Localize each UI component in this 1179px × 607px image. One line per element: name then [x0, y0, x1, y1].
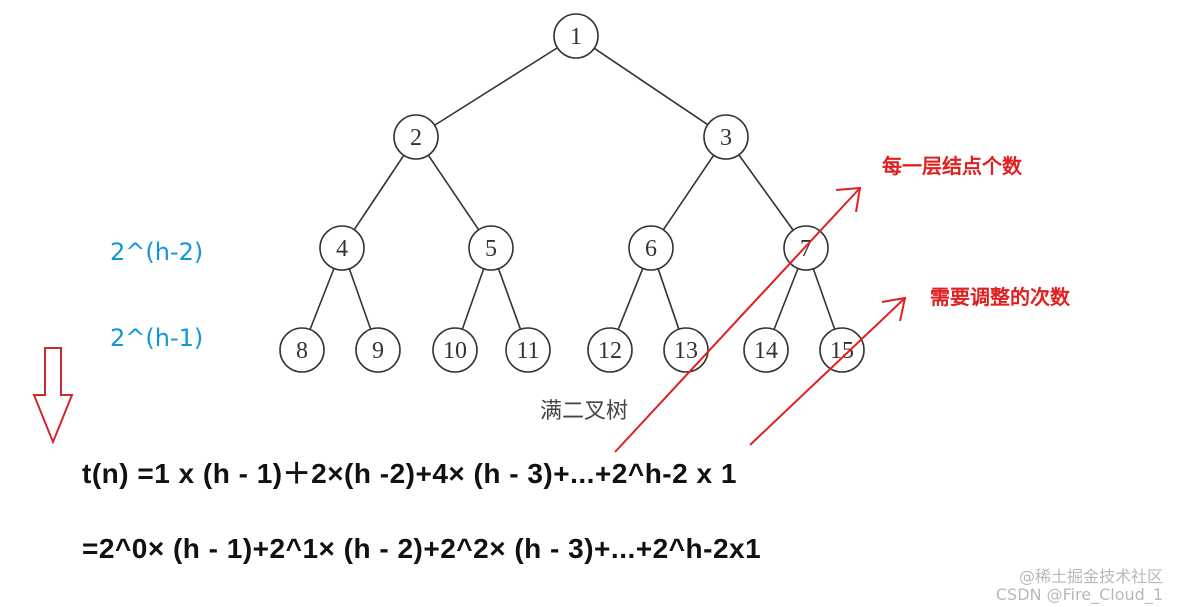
tree-node-3: 3: [703, 114, 749, 160]
tree-node-circle: [663, 327, 709, 373]
watermark-line-1: @稀土掘金技术社区: [1018, 567, 1163, 586]
annotation-adjust-count: 需要调整的次数: [930, 285, 1070, 309]
tree-node-label: 7: [800, 236, 812, 262]
tree-node-label: 9: [372, 338, 384, 364]
tree-node-label: 12: [598, 338, 622, 364]
tree-edge: [662, 154, 715, 231]
tree-edge: [657, 268, 680, 330]
tree-node-circle: [468, 225, 514, 271]
tree-node-circle: [279, 327, 325, 373]
tree-node-label: 3: [720, 125, 732, 151]
tree-edge: [348, 268, 372, 330]
formula-line-2: =2^0× (h - 1)+2^1× (h - 2)+2^2× (h - 3)+…: [82, 533, 762, 564]
level-label-h-2: 2^(h-2): [110, 238, 204, 266]
tree-node-label: 4: [336, 236, 348, 262]
tree-node-11: 11: [505, 327, 551, 373]
tree-node-label: 6: [645, 236, 657, 262]
tree-edge: [593, 47, 709, 126]
tree-node-6: 6: [628, 225, 674, 271]
tree-edge: [812, 268, 836, 330]
tree-node-circle: [743, 327, 789, 373]
tree-edge: [461, 268, 485, 330]
tree-node-label: 10: [443, 338, 467, 364]
tree-node-circle: [819, 327, 865, 373]
tree-edge: [497, 268, 522, 330]
tree-node-4: 4: [319, 225, 365, 271]
red-arrow-nodes-per-level: [614, 186, 862, 453]
formula-line-1: t(n) =1 x (h - 1)＋2×(h -2)+4× (h - 3)+..…: [82, 458, 737, 489]
red-arrow-adjust-count: [749, 296, 907, 446]
tree-edge: [738, 154, 794, 231]
tree-node-label: 5: [485, 236, 497, 262]
tree-node-circle: [505, 327, 551, 373]
watermark: @稀土掘金技术社区 CSDN @Fire_Cloud_1: [996, 568, 1163, 604]
tree-node-9: 9: [355, 327, 401, 373]
tree-node-label: 1: [570, 24, 582, 50]
tree-node-circle: [393, 114, 439, 160]
tree-node-label: 11: [516, 338, 539, 364]
tree-node-label: 13: [674, 338, 698, 364]
tree-node-1: 1: [553, 13, 599, 59]
tree-node-2: 2: [393, 114, 439, 160]
tree-node-15: 15: [819, 327, 865, 373]
tree-node-circle: [432, 327, 478, 373]
tree-node-5: 5: [468, 225, 514, 271]
tree-edge: [773, 268, 799, 330]
tree-node-circle: [553, 13, 599, 59]
tree-edges: [309, 47, 836, 330]
watermark-line-2: CSDN @Fire_Cloud_1: [995, 585, 1163, 604]
tree-edge: [434, 47, 558, 126]
tree-node-circle: [628, 225, 674, 271]
tree-node-circle: [319, 225, 365, 271]
tree-caption: 满二叉树: [540, 398, 629, 423]
tree-node-14: 14: [743, 327, 789, 373]
tree-edge: [617, 268, 644, 330]
tree-node-circle: [703, 114, 749, 160]
tree-node-10: 10: [432, 327, 478, 373]
down-arrow-outline-icon: [32, 347, 74, 445]
tree-node-12: 12: [587, 327, 633, 373]
tree-node-13: 13: [663, 327, 709, 373]
tree-node-label: 2: [410, 125, 422, 151]
tree-edge: [427, 154, 480, 231]
tree-edge: [353, 154, 405, 231]
level-label-h-1: 2^(h-1): [110, 324, 204, 352]
annotation-nodes-per-level: 每一层结点个数: [882, 154, 1022, 178]
tree-node-circle: [355, 327, 401, 373]
tree-node-label: 8: [296, 338, 308, 364]
tree-node-label: 14: [754, 338, 778, 364]
tree-edge: [309, 268, 335, 330]
tree-node-circle: [587, 327, 633, 373]
tree-node-8: 8: [279, 327, 325, 373]
